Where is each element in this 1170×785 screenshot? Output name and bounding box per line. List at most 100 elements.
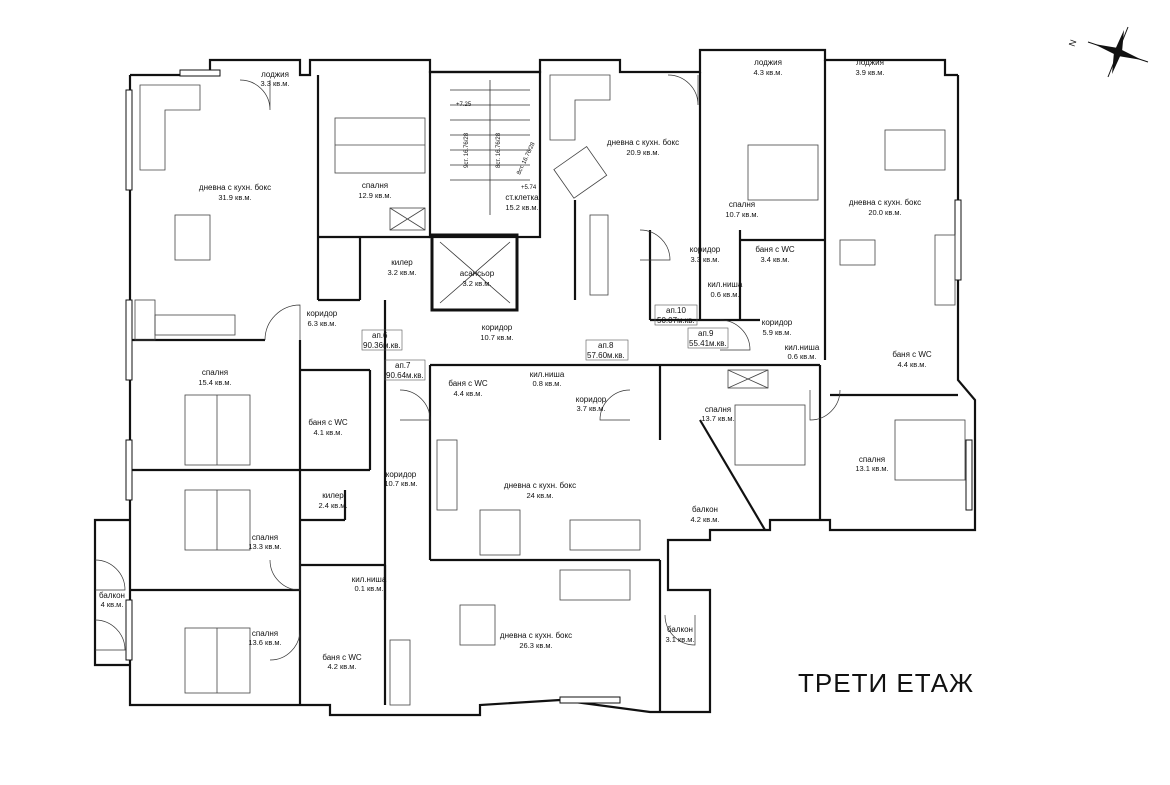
svg-text:3.9 кв.м.: 3.9 кв.м. — [855, 68, 884, 77]
svg-text:коридор: коридор — [307, 309, 338, 318]
svg-text:3.3 кв.м.: 3.3 кв.м. — [260, 79, 289, 88]
svg-text:24 кв.м.: 24 кв.м. — [526, 491, 553, 500]
svg-text:4.4 кв.м.: 4.4 кв.м. — [897, 360, 926, 369]
svg-text:лоджия: лоджия — [261, 70, 289, 79]
room-bath-4: баня с WC4.4 кв.м. — [448, 379, 488, 398]
svg-text:26.3 кв.м.: 26.3 кв.м. — [519, 641, 552, 650]
room-bath-2: баня с WC4.4 кв.м. — [892, 350, 932, 369]
compass-icon — [1087, 26, 1149, 78]
svg-text:5.9 кв.м.: 5.9 кв.м. — [762, 328, 791, 337]
svg-text:баня с WC: баня с WC — [308, 418, 348, 427]
svg-text:31.9 кв.м.: 31.9 кв.м. — [218, 193, 251, 202]
svg-text:балкон: балкон — [692, 505, 718, 514]
svg-text:4.4 кв.м.: 4.4 кв.м. — [453, 389, 482, 398]
room-bath-1: баня с WC3.4 кв.м. — [755, 245, 795, 264]
apartment-label-ap9: ап.9 55.41м.кв. — [687, 327, 729, 349]
apartment-label-ap10: ап.10 50.07м.кв. — [654, 304, 698, 326]
svg-text:коридор: коридор — [386, 470, 417, 479]
svg-text:6.3 кв.м.: 6.3 кв.м. — [307, 319, 336, 328]
svg-text:4.3 кв.м.: 4.3 кв.м. — [753, 68, 782, 77]
svg-text:3.7 кв.м.: 3.7 кв.м. — [576, 404, 605, 413]
room-bath-3: баня с WC4.1 кв.м. — [308, 418, 348, 437]
svg-text:57.60м.кв.: 57.60м.кв. — [587, 351, 625, 360]
svg-text:ап.7: ап.7 — [395, 361, 411, 370]
furniture — [134, 74, 966, 706]
svg-text:13.1 кв.м.: 13.1 кв.м. — [855, 464, 888, 473]
svg-text:балкон: балкон — [99, 591, 125, 600]
svg-text:дневна с кухн. бокс: дневна с кухн. бокс — [199, 183, 271, 192]
svg-text:дневна с кухн. бокс: дневна с кухн. бокс — [607, 138, 679, 147]
floor-title: ТРЕТИ ЕТАЖ — [798, 668, 974, 698]
svg-text:ап.8: ап.8 — [598, 341, 614, 350]
svg-text:кил.ниша: кил.ниша — [708, 280, 743, 289]
svg-text:спалня: спалня — [202, 368, 228, 377]
svg-text:баня с WC: баня с WC — [322, 653, 362, 662]
svg-text:12.9 кв.м.: 12.9 кв.м. — [358, 191, 391, 200]
svg-text:13.3 кв.м.: 13.3 кв.м. — [248, 542, 281, 551]
svg-text:55.41м.кв.: 55.41м.кв. — [689, 339, 727, 348]
svg-text:кил.ниша: кил.ниша — [785, 343, 820, 352]
room-bath-5: баня с WC4.2 кв.м. — [322, 653, 362, 671]
doors — [94, 74, 841, 661]
svg-text:асансьор: асансьор — [460, 269, 495, 278]
svg-text:15.2 кв.м.: 15.2 кв.м. — [505, 203, 538, 212]
svg-text:90.36м.кв.: 90.36м.кв. — [363, 341, 401, 350]
svg-text:4.2 кв.м.: 4.2 кв.м. — [327, 662, 356, 671]
svg-text:лоджия: лоджия — [856, 58, 884, 67]
svg-text:спалня: спалня — [729, 200, 755, 209]
walls — [93, 48, 977, 717]
stair-label-a: 9ст. 16.76/28 — [464, 132, 470, 168]
svg-text:спалня: спалня — [252, 533, 278, 542]
stair-label-b: 8ст. 16.76/28 — [496, 132, 502, 168]
svg-text:баня с WC: баня с WC — [755, 245, 795, 254]
svg-text:50.07м.кв.: 50.07м.кв. — [657, 316, 695, 325]
svg-text:дневна с кухн. бокс: дневна с кухн. бокс — [504, 481, 576, 490]
svg-text:килер: килер — [322, 491, 344, 500]
svg-text:0.6 кв.м.: 0.6 кв.м. — [710, 290, 739, 299]
svg-text:коридор: коридор — [576, 395, 607, 404]
svg-text:дневна с кухн. бокс: дневна с кухн. бокс — [500, 631, 572, 640]
svg-text:3.2 кв.м.: 3.2 кв.м. — [462, 279, 491, 288]
svg-text:спалня: спалня — [705, 405, 731, 414]
svg-text:10.7 кв.м.: 10.7 кв.м. — [384, 479, 417, 488]
svg-text:коридор: коридор — [482, 323, 513, 332]
svg-text:20.0 кв.м.: 20.0 кв.м. — [868, 208, 901, 217]
apartment-label-ap6: ап.6 90.36м.кв. — [361, 329, 403, 351]
svg-text:спалня: спалня — [859, 455, 885, 464]
svg-text:4 кв.м.: 4 кв.м. — [101, 600, 124, 609]
svg-text:килер: килер — [391, 258, 413, 267]
svg-text:10.7 кв.м.: 10.7 кв.м. — [725, 210, 758, 219]
svg-text:3.1 кв.м.: 3.1 кв.м. — [665, 635, 694, 644]
level-mark-mid: +5.74 — [521, 185, 537, 191]
svg-text:90.64м.кв.: 90.64м.кв. — [386, 371, 424, 380]
svg-text:4.2 кв.м.: 4.2 кв.м. — [690, 515, 719, 524]
svg-text:ст.клетка: ст.клетка — [505, 193, 539, 202]
svg-text:4.1 кв.м.: 4.1 кв.м. — [313, 428, 342, 437]
